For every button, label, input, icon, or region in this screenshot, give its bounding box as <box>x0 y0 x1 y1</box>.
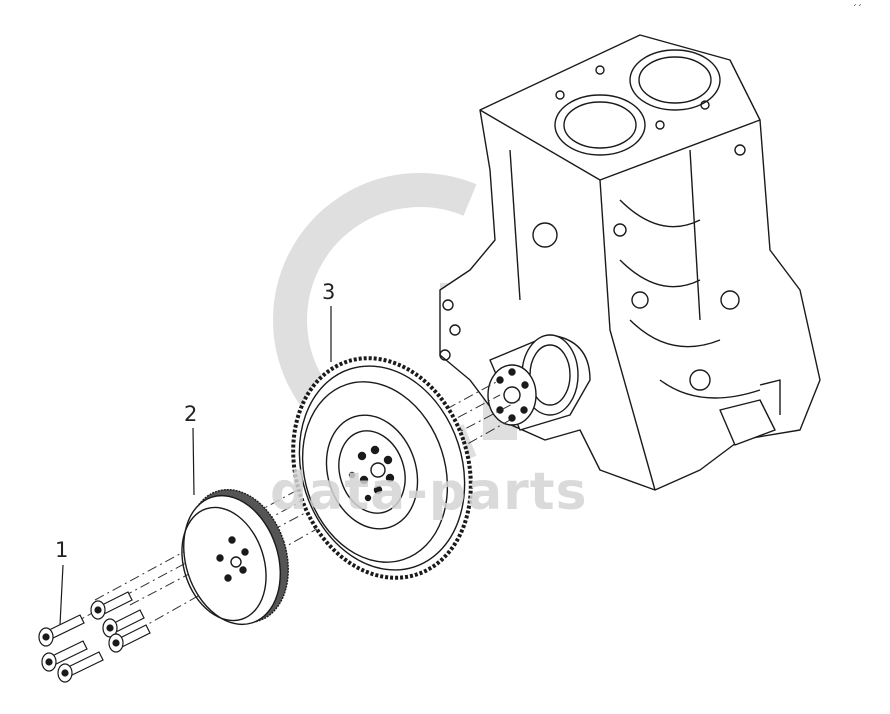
bolts <box>38 591 151 683</box>
flywheel <box>291 356 473 580</box>
bolt <box>38 614 85 647</box>
bolt <box>102 609 145 638</box>
engine-block <box>439 34 821 491</box>
bolt <box>57 651 104 683</box>
bolt <box>41 640 88 672</box>
leader-lines <box>59 306 332 626</box>
corner-mark: ´´ <box>852 4 862 15</box>
watermark-text: data-parts <box>270 462 588 522</box>
callout-number-3: 3 <box>322 280 336 304</box>
bolt <box>108 624 151 653</box>
ring-pulley <box>181 488 289 626</box>
callout-number-2: 2 <box>184 402 198 426</box>
leader-line-1 <box>59 564 64 626</box>
bolt <box>90 591 133 620</box>
callout-number-1: 1 <box>55 538 69 562</box>
leader-line-2 <box>192 427 195 496</box>
